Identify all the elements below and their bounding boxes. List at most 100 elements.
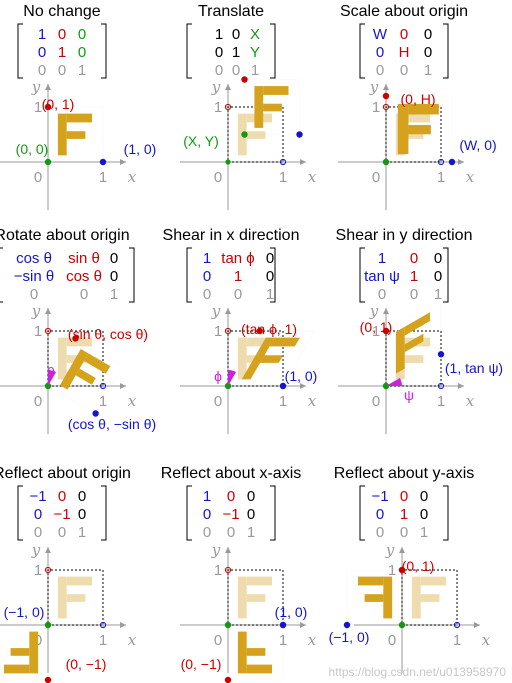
unit-square: [386, 299, 441, 386]
tick-label-y-one: 1: [214, 99, 222, 116]
matrix-cell: 1: [215, 26, 223, 43]
matrix-cell: 0: [400, 488, 408, 505]
matrix-cell: 0: [247, 506, 255, 523]
tick-label-y-one: 1: [214, 323, 222, 340]
matrix-cell: sin θ: [68, 250, 100, 267]
unit-square: [0, 625, 48, 680]
y-basis-point: [241, 76, 248, 83]
point-label: (1, 0): [124, 141, 157, 157]
x-axis-label: x: [308, 392, 317, 410]
tick-label-y-one: 1: [34, 562, 42, 579]
point-label: (0, 0): [16, 141, 49, 157]
origin-point: [44, 158, 52, 166]
x-axis-label: x: [466, 392, 475, 410]
matrix-cell: 0: [420, 506, 428, 523]
tick-label-zero: 0: [388, 632, 396, 649]
x-basis-original: [99, 382, 107, 390]
matrix-cell: 1: [203, 488, 211, 505]
matrix-cell: 0: [78, 488, 86, 505]
faded-f-shape: [420, 576, 446, 586]
x-basis-point: [448, 158, 456, 166]
matrix-cell: 0: [232, 26, 240, 43]
point-label: ψ: [404, 387, 414, 403]
theta-wedge: [48, 369, 56, 386]
watermark: https://blog.csdn.net/u013958970: [328, 665, 506, 679]
matrix-bracket-right: [443, 485, 449, 541]
y-axis-label: y: [369, 78, 379, 96]
transformed-frame: [0, 625, 48, 680]
tick-label-zero: 0: [372, 393, 380, 410]
tick-label-x-one: 1: [99, 632, 107, 649]
matrix-cell: −1: [29, 488, 46, 505]
matrix-cell: 1: [410, 268, 418, 285]
point-label: (sin θ, cos θ): [68, 326, 148, 342]
matrix-cell: 0: [58, 26, 66, 43]
tick-label-y-one: 1: [388, 562, 396, 579]
y-axis-arrow-icon: [383, 84, 389, 90]
faded-f-shape: [404, 113, 430, 123]
transformed-frame: [48, 107, 103, 162]
x-basis-original: [437, 158, 445, 166]
matrix-bracket-left: [17, 485, 23, 541]
matrix-bracket-left: [0, 247, 3, 303]
f-shape: [75, 368, 96, 385]
matrix-bracket-left: [359, 247, 365, 303]
f-shape: [66, 113, 92, 123]
panel-title: No change: [23, 3, 100, 20]
y-axis-label: y: [211, 541, 221, 559]
unit-square: [228, 331, 315, 386]
f-shape: [237, 631, 247, 674]
dotted-unit-square: [227, 569, 284, 626]
matrix-cell: 0: [376, 524, 384, 541]
faded-f-shape: [66, 576, 92, 586]
matrix-bracket-left: [186, 247, 192, 303]
dotted-unit-square: [47, 569, 104, 626]
matrix-bracket-left: [359, 23, 365, 79]
tick-label-y-one: 1: [34, 323, 42, 340]
unit-square: [347, 570, 402, 625]
tick-label-y-one: 1: [372, 99, 380, 116]
x-axis-arrow-icon: [120, 383, 126, 389]
y-axis-label: y: [211, 302, 221, 320]
panel-title: Rotate about origin: [0, 227, 130, 244]
y-axis-label: y: [31, 541, 41, 559]
f-shape: [246, 648, 266, 656]
point-label: (tan ϕ, 1): [241, 321, 297, 337]
matrix-cell: 1: [378, 250, 386, 267]
matrix-cell: 0: [378, 286, 386, 303]
x-axis-label: x: [466, 168, 475, 186]
point-label: (−1, 0): [329, 629, 370, 645]
matrix-cell: 1: [58, 44, 66, 61]
matrix-cell: 0: [58, 488, 66, 505]
f-shape: [57, 113, 67, 156]
panel-title: Translate: [198, 3, 264, 20]
original-frame: [401, 569, 458, 626]
matrix-cell: cos θ: [66, 268, 102, 285]
tick-label-x-one: 1: [453, 632, 461, 649]
f-shape: [395, 326, 405, 374]
x-basis-point: [343, 621, 351, 629]
panel-title: Reflect about y-axis: [334, 465, 475, 482]
y-basis-original: [398, 566, 406, 574]
x-axis-arrow-icon: [300, 159, 306, 165]
original-frame: [227, 569, 284, 626]
matrix-bracket-right: [129, 247, 135, 303]
x-axis-arrow-icon: [120, 622, 126, 628]
matrix-cell: 1: [78, 524, 86, 541]
faded-f-shape: [411, 576, 421, 619]
matrix-cell: 0: [78, 506, 86, 523]
faded-f-shape: [57, 576, 67, 619]
faded-f-shape: [66, 337, 92, 347]
x-axis-arrow-icon: [458, 383, 464, 389]
matrix-cell: 0: [58, 62, 66, 79]
tick-label-y-one: 1: [372, 323, 380, 340]
matrix-cell: 0: [215, 44, 223, 61]
panel-7: Reflect about origin−1000−10001xy011(−1,…: [0, 465, 137, 683]
f-shape: [404, 312, 431, 336]
matrix-cell: 0: [38, 62, 46, 79]
point-label: (1, 0): [285, 368, 318, 384]
y-basis-original: [382, 103, 390, 111]
y-axis-arrow-icon: [399, 547, 405, 553]
y-basis-original: [44, 566, 52, 574]
